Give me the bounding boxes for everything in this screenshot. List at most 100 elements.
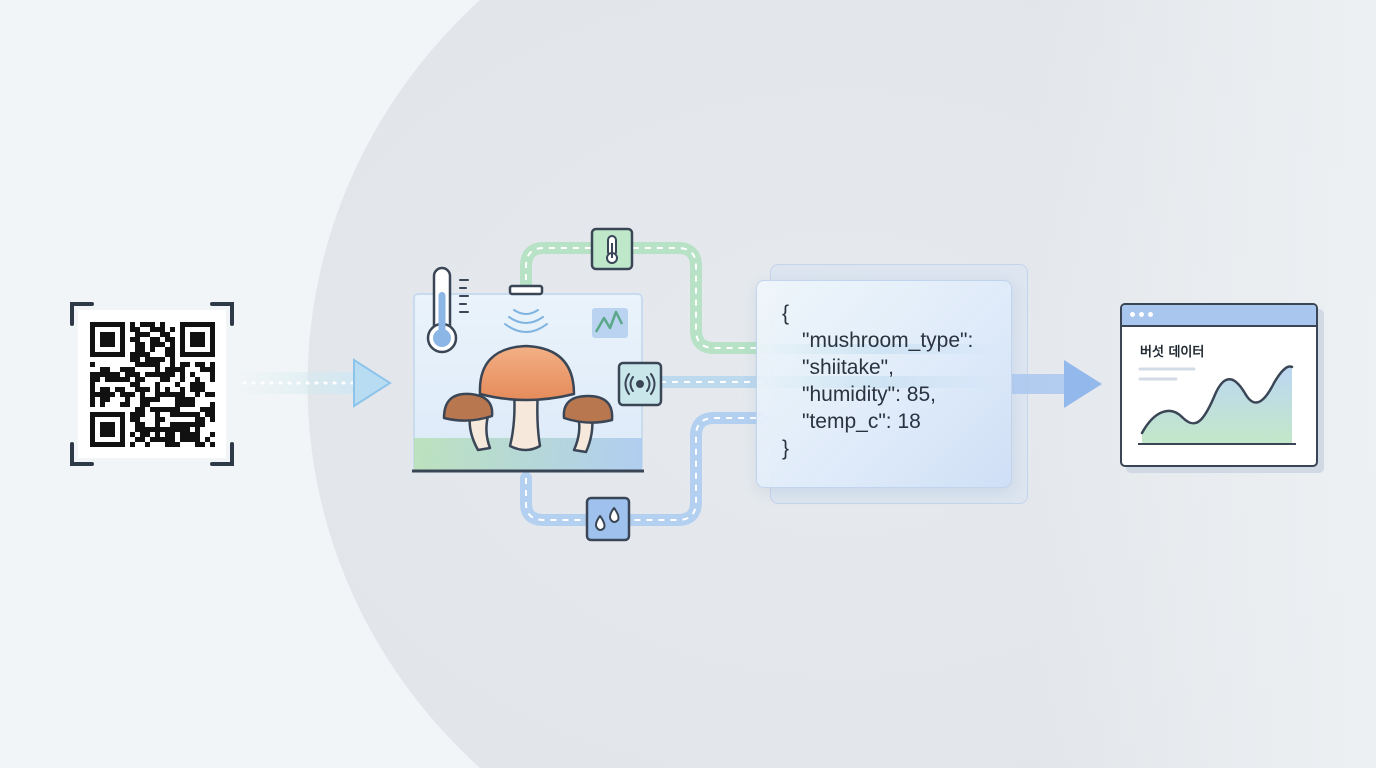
qr-module [100,402,105,407]
qr-module [210,432,215,437]
qr-module [140,432,145,437]
qr-code-icon [90,322,215,447]
qr-module [160,377,165,382]
qr-module [90,432,95,437]
qr-module [175,402,180,407]
qr-module [185,432,190,437]
qr-module [170,427,175,432]
qr-module [135,347,140,352]
qr-module [185,322,190,327]
window-dot [1130,312,1135,317]
qr-module [190,387,195,392]
qr-module [205,412,210,417]
qr-module [90,362,95,367]
qr-module [145,362,150,367]
qr-module [120,417,125,422]
qr-module [120,352,125,357]
qr-module [140,322,145,327]
qr-module [205,352,210,357]
qr-module [105,332,110,337]
qr-module [170,422,175,427]
qr-module [170,372,175,377]
qr-module [90,397,95,402]
qr-module [150,427,155,432]
qr-module [160,342,165,347]
qr-module [160,407,165,412]
qr-module [95,442,100,447]
qr-module [165,332,170,337]
qr-module [140,402,145,407]
qr-module [140,412,145,417]
qr-module [115,352,120,357]
qr-module [200,407,205,412]
qr-module [135,337,140,342]
qr-module [150,372,155,377]
qr-module [165,352,170,357]
qr-module [190,397,195,402]
qr-module [105,392,110,397]
qr-module [180,412,185,417]
qr-module [170,352,175,357]
qr-module [200,352,205,357]
qr-module [125,402,130,407]
qr-module [150,357,155,362]
qr-module [155,437,160,442]
qr-module [180,427,185,432]
qr-module [155,417,160,422]
qr-module [195,332,200,337]
qr-module [135,352,140,357]
qr-module [195,412,200,417]
qr-module [205,437,210,442]
qr-module [165,392,170,397]
qr-module [175,367,180,372]
qr-module [125,392,130,397]
qr-module [140,342,145,347]
qr-module [100,422,105,427]
qr-module [110,432,115,437]
qr-module [210,442,215,447]
qr-module [180,387,185,392]
qr-module [210,367,215,372]
qr-module [200,382,205,387]
qr-module [140,392,145,397]
qr-module [130,382,135,387]
qr-module [210,392,215,397]
qr-module [190,337,195,342]
qr-module [125,372,130,377]
qr-module [170,362,175,367]
qr-module [185,362,190,367]
qr-module [135,437,140,442]
qr-module [90,352,95,357]
qr-module [105,442,110,447]
qr-module [180,377,185,382]
qr-module [120,427,125,432]
qr-module [95,372,100,377]
qr-module [195,362,200,367]
qr-code-scan [70,302,234,466]
qr-module [110,372,115,377]
qr-module [140,397,145,402]
qr-module [120,332,125,337]
humidity-node [585,496,631,542]
qr-module [110,337,115,342]
qr-module [110,442,115,447]
qr-module [155,392,160,397]
qr-module [135,407,140,412]
qr-module [210,362,215,367]
qr-module [90,382,95,387]
qr-module [190,342,195,347]
window-dot [1139,312,1144,317]
qr-module [90,332,95,337]
qr-module [130,412,135,417]
qr-module [180,337,185,342]
qr-module [90,412,95,417]
qr-module [180,397,185,402]
qr-module [115,387,120,392]
qr-module [105,427,110,432]
qr-module [135,412,140,417]
qr-module [150,337,155,342]
qr-module [170,437,175,442]
qr-module [180,342,185,347]
dashboard-window: 버섯 데이터 [1120,303,1318,467]
qr-module [170,342,175,347]
